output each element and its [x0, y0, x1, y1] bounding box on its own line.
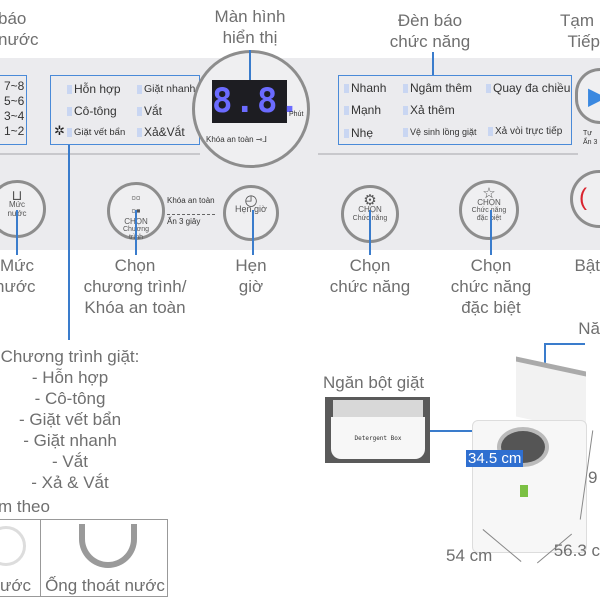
- height-dimension: 9: [588, 468, 598, 487]
- lock-caption: Khóa an toàn ⊸⅃: [206, 135, 267, 144]
- digit-display: 8.8.: [212, 80, 302, 123]
- play-icon: ▶: [588, 83, 600, 110]
- drum-diameter: 34.5 cm: [466, 450, 524, 467]
- width-dimension: 54 cm: [446, 546, 493, 565]
- drain-hose-cell: Ống thoát nước: [40, 519, 168, 597]
- gear-icon: ⚙: [363, 192, 377, 209]
- function-indicator-box: [338, 75, 572, 145]
- hose-icon: [79, 524, 137, 568]
- display-unit: Phút: [289, 111, 304, 118]
- depth-dimension: 56.3 c: [553, 541, 600, 560]
- fan-icon: ✲: [54, 123, 65, 138]
- label-water-level: Mứcnước: [0, 256, 36, 296]
- inlet-hose-cell: ước: [0, 519, 41, 597]
- detergent-label: Ngăn bột giặt: [323, 373, 425, 392]
- clock-icon: ◴: [244, 192, 258, 209]
- power-icon: (: [579, 184, 587, 211]
- detergent-drawer-image: Detergent Box: [325, 397, 430, 463]
- accessories-title: m theo: [0, 497, 50, 516]
- timer-button[interactable]: ◴Hẹn giờ: [223, 185, 279, 241]
- label-power: Bật: [574, 256, 600, 275]
- program-list: Chương trình giặt:- Hỗn hợp- Cô-tông- Gi…: [0, 347, 140, 492]
- shirt-star-icon: ☆: [482, 185, 496, 202]
- lid-label: Nă: [578, 319, 600, 338]
- power-button[interactable]: (: [570, 170, 600, 228]
- basin-icon: ⊔: [11, 187, 23, 203]
